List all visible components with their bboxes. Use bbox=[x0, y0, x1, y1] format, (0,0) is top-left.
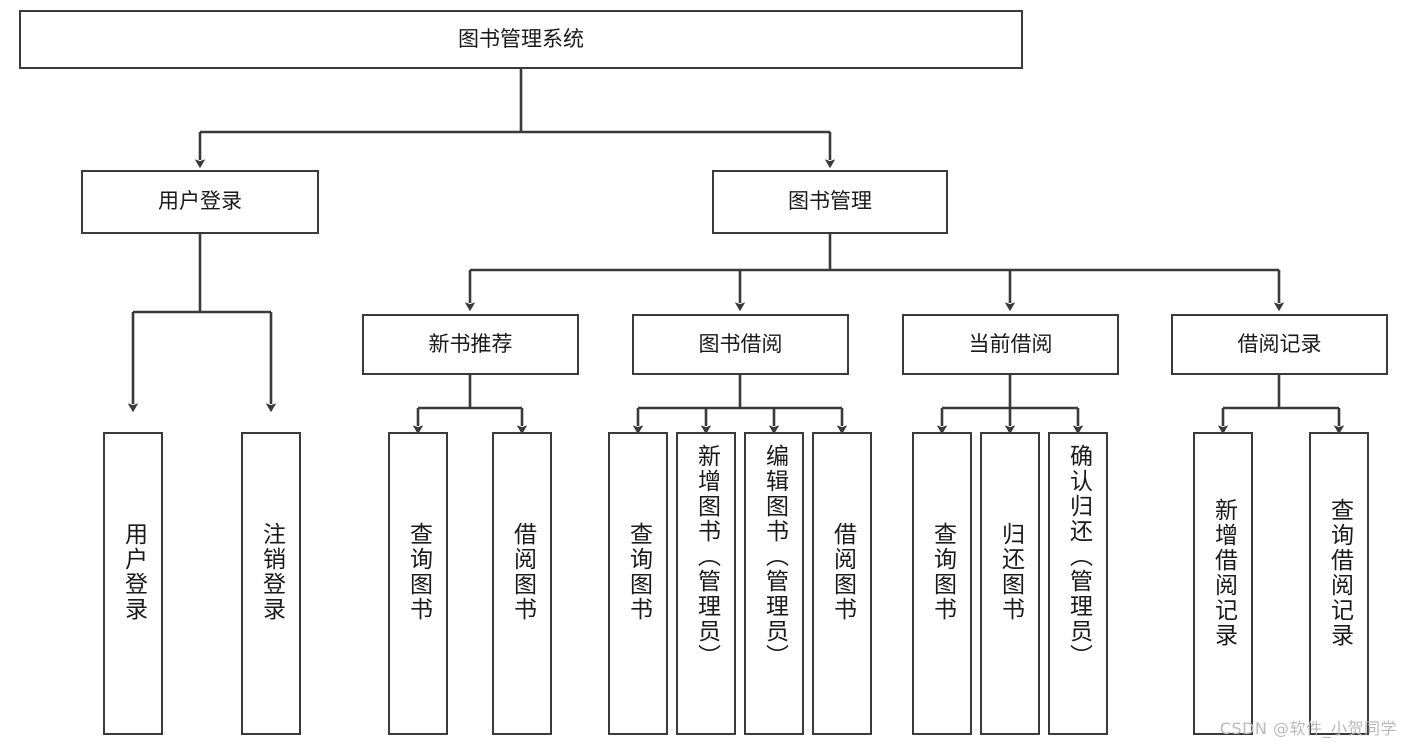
leaf-add-borrow-record[interactable]: 新增借阅记录 bbox=[1193, 432, 1253, 735]
node-label: 查询图书 bbox=[625, 522, 652, 622]
leaf-user-login[interactable]: 用户登录 bbox=[103, 432, 163, 735]
leaf-borrow-book-recommend[interactable]: 借阅图书 bbox=[492, 432, 552, 735]
node-label: 查询图书 bbox=[405, 522, 432, 622]
node-label: 确认归还（管理员） bbox=[1065, 444, 1092, 669]
node-borrow-record[interactable]: 借阅记录 bbox=[1171, 314, 1388, 375]
node-label: 归还图书 bbox=[997, 522, 1024, 622]
node-label: 查询借阅记录 bbox=[1326, 498, 1353, 648]
node-label: 新增借阅记录 bbox=[1210, 498, 1237, 648]
node-label: 注销登录 bbox=[258, 522, 285, 622]
leaf-query-book-current[interactable]: 查询图书 bbox=[912, 432, 972, 735]
node-label: 用户登录 bbox=[158, 189, 242, 214]
leaf-query-borrow-record[interactable]: 查询借阅记录 bbox=[1309, 432, 1369, 735]
leaf-add-book-admin[interactable]: 新增图书（管理员） bbox=[676, 432, 736, 735]
csdn-watermark: CSDN @软件_小贺同学 bbox=[1219, 719, 1397, 738]
node-new-book-recommend[interactable]: 新书推荐 bbox=[362, 314, 579, 375]
leaf-edit-book-admin[interactable]: 编辑图书（管理员） bbox=[744, 432, 804, 735]
leaf-borrow-book[interactable]: 借阅图书 bbox=[812, 432, 872, 735]
node-book-management[interactable]: 图书管理 bbox=[712, 170, 948, 234]
leaf-query-book-recommend[interactable]: 查询图书 bbox=[388, 432, 448, 735]
node-label: 新增图书（管理员） bbox=[693, 444, 720, 669]
node-label: 借阅图书 bbox=[509, 522, 536, 622]
node-label: 图书借阅 bbox=[698, 331, 783, 356]
node-user-login[interactable]: 用户登录 bbox=[81, 170, 319, 234]
leaf-logout[interactable]: 注销登录 bbox=[241, 432, 301, 735]
node-label: 图书管理 bbox=[788, 189, 872, 214]
node-label: 借阅记录 bbox=[1237, 331, 1322, 356]
node-label: 图书管理系统 bbox=[458, 26, 584, 51]
node-label: 用户登录 bbox=[120, 522, 147, 622]
leaf-confirm-return-admin[interactable]: 确认归还（管理员） bbox=[1048, 432, 1108, 735]
node-label: 查询图书 bbox=[929, 522, 956, 622]
node-label: 编辑图书（管理员） bbox=[761, 444, 788, 669]
node-label: 当前借阅 bbox=[968, 331, 1053, 356]
node-label: 借阅图书 bbox=[829, 522, 856, 622]
leaf-query-book-borrow[interactable]: 查询图书 bbox=[608, 432, 668, 735]
node-root-book-management-system[interactable]: 图书管理系统 bbox=[19, 10, 1023, 69]
node-label: 新书推荐 bbox=[428, 331, 513, 356]
node-current-borrow[interactable]: 当前借阅 bbox=[902, 314, 1119, 375]
leaf-return-book[interactable]: 归还图书 bbox=[980, 432, 1040, 735]
node-book-borrow[interactable]: 图书借阅 bbox=[632, 314, 849, 375]
